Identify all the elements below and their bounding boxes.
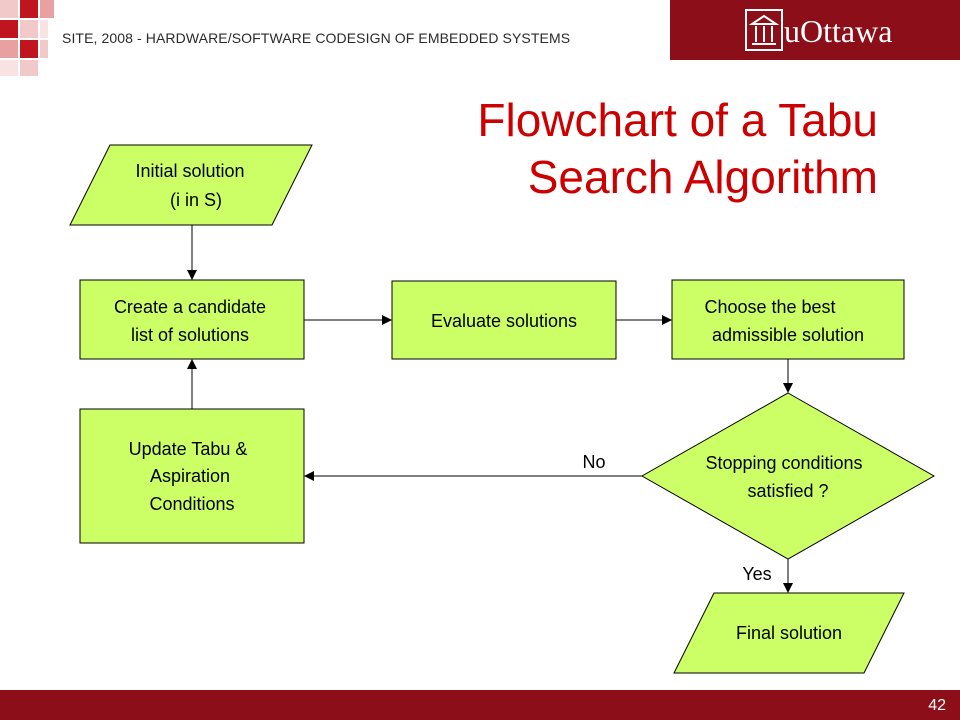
header-square-pattern bbox=[0, 0, 54, 76]
initial-solution-node bbox=[69, 144, 313, 226]
choose-best-line-1: Choose the best bbox=[704, 297, 835, 317]
stopping-conditions-node bbox=[640, 392, 936, 560]
page-number: 42 bbox=[928, 697, 946, 714]
update-tabu-line-2: Aspiration bbox=[150, 466, 230, 486]
candidate-list-line-2: list of solutions bbox=[131, 325, 249, 345]
slide-title: Flowchart of a Tabu Search Algorithm bbox=[278, 92, 878, 206]
logo-text: uOttawa bbox=[784, 13, 893, 49]
candidate-list-line-1: Create a candidate bbox=[114, 297, 266, 317]
title-line-1: Flowchart of a Tabu bbox=[477, 94, 878, 146]
update-tabu-line-1: Update Tabu & bbox=[129, 439, 248, 459]
stopping-conditions-line-2: satisfied ? bbox=[747, 481, 828, 501]
university-logo: uOttawa bbox=[670, 0, 960, 60]
header-strip bbox=[48, 20, 670, 60]
course-header: SITE, 2008 - HARDWARE/SOFTWARE CODESIGN … bbox=[62, 30, 571, 46]
final-solution-label: Final solution bbox=[736, 623, 842, 643]
final-solution-node bbox=[673, 592, 905, 674]
candidate-list-node bbox=[79, 279, 305, 360]
choose-best-node bbox=[671, 279, 905, 360]
initial-solution-line-1: Initial solution bbox=[135, 161, 244, 181]
initial-solution-line-2: (i in S) bbox=[170, 190, 222, 210]
building-icon bbox=[745, 9, 783, 51]
header-bar: SITE, 2008 - HARDWARE/SOFTWARE CODESIGN … bbox=[0, 0, 960, 76]
update-tabu-node bbox=[79, 408, 305, 544]
update-tabu-line-3: Conditions bbox=[149, 494, 234, 514]
edge-label-no: No bbox=[582, 452, 605, 472]
choose-best-line-2: admissible solution bbox=[712, 325, 864, 345]
stopping-conditions-line-1: Stopping conditions bbox=[705, 453, 862, 473]
edge-label-yes: Yes bbox=[742, 564, 771, 584]
footer-bar bbox=[0, 690, 960, 720]
title-line-2: Search Algorithm bbox=[527, 151, 878, 203]
evaluate-solutions-label: Evaluate solutions bbox=[431, 311, 577, 331]
